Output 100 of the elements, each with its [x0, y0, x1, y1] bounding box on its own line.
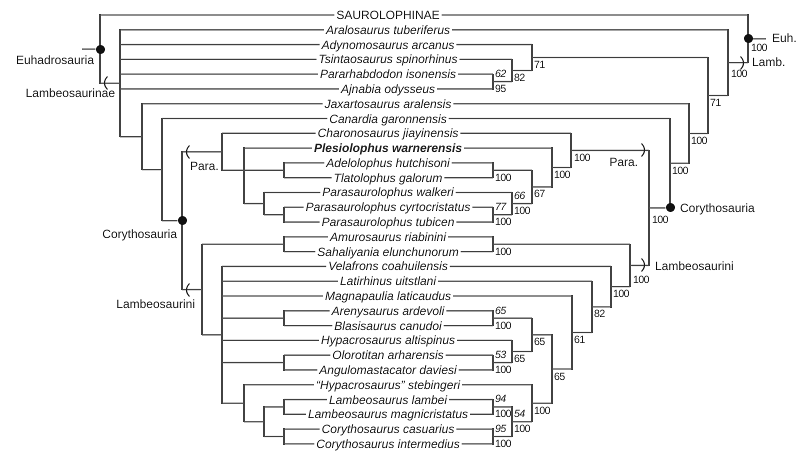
- branch-line: [493, 318, 532, 319]
- branch-line: [162, 118, 328, 120]
- support-value: 100: [495, 216, 512, 230]
- branch-line: [512, 70, 532, 72]
- support-value: 100: [495, 246, 512, 259]
- branch-line: [284, 428, 320, 430]
- support-value: 82: [514, 72, 525, 85]
- branch-line: [456, 428, 493, 430]
- branch-line: [442, 14, 748, 16]
- branch-line: [472, 206, 493, 208]
- branch-line: [444, 324, 493, 326]
- branch-line: [222, 340, 319, 342]
- support-value: 100: [633, 274, 650, 287]
- branch-line: [284, 369, 318, 371]
- branch-line: [493, 362, 512, 364]
- clade-name: Corythosauria: [102, 228, 177, 242]
- clade-name: Lambeosaurini: [655, 260, 734, 273]
- support-value: 100: [672, 164, 688, 178]
- branch-line: [464, 147, 552, 149]
- branch-line: [284, 310, 330, 312]
- branch-line: [284, 250, 316, 252]
- branch-line: [512, 350, 532, 352]
- taxon-name: Canardia garonnensis: [329, 112, 447, 126]
- branch-line: [592, 306, 611, 308]
- support-value: 62: [495, 68, 506, 82]
- branch-line: [456, 221, 493, 223]
- clade-name: Euh.: [772, 32, 797, 46]
- branch-line: [244, 147, 312, 149]
- branch-line: [460, 132, 571, 134]
- branch-line: [630, 264, 649, 266]
- branch-line: [120, 58, 316, 60]
- branch-line: [202, 334, 222, 336]
- branch-line: [512, 421, 532, 422]
- taxon-name: Jaxartosaurus aralensis: [324, 96, 452, 111]
- branch-line: [202, 244, 284, 245]
- branch-line: [284, 177, 332, 178]
- support-value: 100: [691, 134, 708, 148]
- branch-line: [450, 266, 611, 268]
- branch-line: [532, 402, 552, 404]
- support-value: 65: [495, 304, 506, 318]
- branch-line: [120, 88, 339, 90]
- branch-line: [493, 170, 532, 171]
- branch-line: [284, 162, 324, 164]
- branch-line: [444, 177, 493, 178]
- branch-line: [284, 221, 320, 223]
- branch-line: [284, 324, 332, 326]
- branch-line: [222, 170, 244, 171]
- support-value: 66: [514, 190, 525, 204]
- support-value: 67: [534, 188, 545, 202]
- clade-name: Para.: [609, 156, 638, 169]
- support-value: 100: [495, 320, 512, 333]
- support-value: 100: [613, 288, 630, 302]
- support-value: 100: [534, 404, 550, 418]
- clade-name: Lambeosaurinae: [26, 86, 115, 100]
- branch-line: [532, 56, 708, 58]
- branch-line: [100, 82, 120, 84]
- branch-line: [244, 170, 284, 171]
- branch-line: [552, 166, 571, 168]
- taxon-name: Corythosaurus casuarius: [322, 422, 454, 436]
- branch-line: [438, 280, 592, 282]
- clade-name: Para.: [190, 160, 219, 174]
- branch-line: [532, 334, 552, 336]
- branch-line: [222, 318, 284, 319]
- taxon-name: Latirhinus uitstlani: [340, 274, 436, 288]
- branch-line: [284, 414, 306, 415]
- taxon-name: Adelolophus hutchisoni: [326, 156, 450, 170]
- taxon-name: Arenysaurus ardevoli: [332, 304, 444, 318]
- branch-line: [222, 295, 323, 297]
- taxon-name: Lambeosaurus magnicristatus: [308, 407, 468, 422]
- branch-line: [120, 136, 142, 138]
- branch-line: [611, 286, 630, 288]
- branch-line: [552, 368, 572, 370]
- branch-line: [120, 44, 320, 46]
- branch-line: [493, 244, 630, 245]
- branch-line: [264, 192, 320, 194]
- taxon-name: Lambeosaurus lambei: [328, 392, 448, 407]
- branch-line: [493, 436, 512, 438]
- branch-line: [182, 151, 222, 152]
- branch-line: [244, 421, 264, 422]
- branch-line: [460, 250, 493, 252]
- support-value: 100: [514, 205, 530, 218]
- branch-line: [446, 310, 493, 312]
- taxon-name: SAUROLOPHINAE: [336, 8, 440, 22]
- taxon-name: Parasaurolophus cyrtocristatus: [306, 200, 470, 214]
- taxon-name: Angulomastacator daviesi: [319, 362, 457, 377]
- branch-line: [453, 103, 689, 104]
- taxon-name: Parasaurolophus tubicen: [322, 215, 454, 230]
- branch-line: [264, 406, 284, 408]
- support-value: 100: [652, 214, 668, 228]
- branch-line: [458, 369, 493, 371]
- branch-line: [82, 48, 96, 50]
- branch-line: [162, 220, 178, 222]
- branch-line: [493, 214, 512, 216]
- branch-line: [142, 168, 162, 170]
- branch-line: [284, 443, 314, 445]
- branch-line: [222, 402, 244, 404]
- branch-line: [284, 206, 304, 208]
- branch-line: [437, 88, 493, 90]
- support-value: 100: [495, 172, 512, 185]
- branch-line: [512, 202, 532, 204]
